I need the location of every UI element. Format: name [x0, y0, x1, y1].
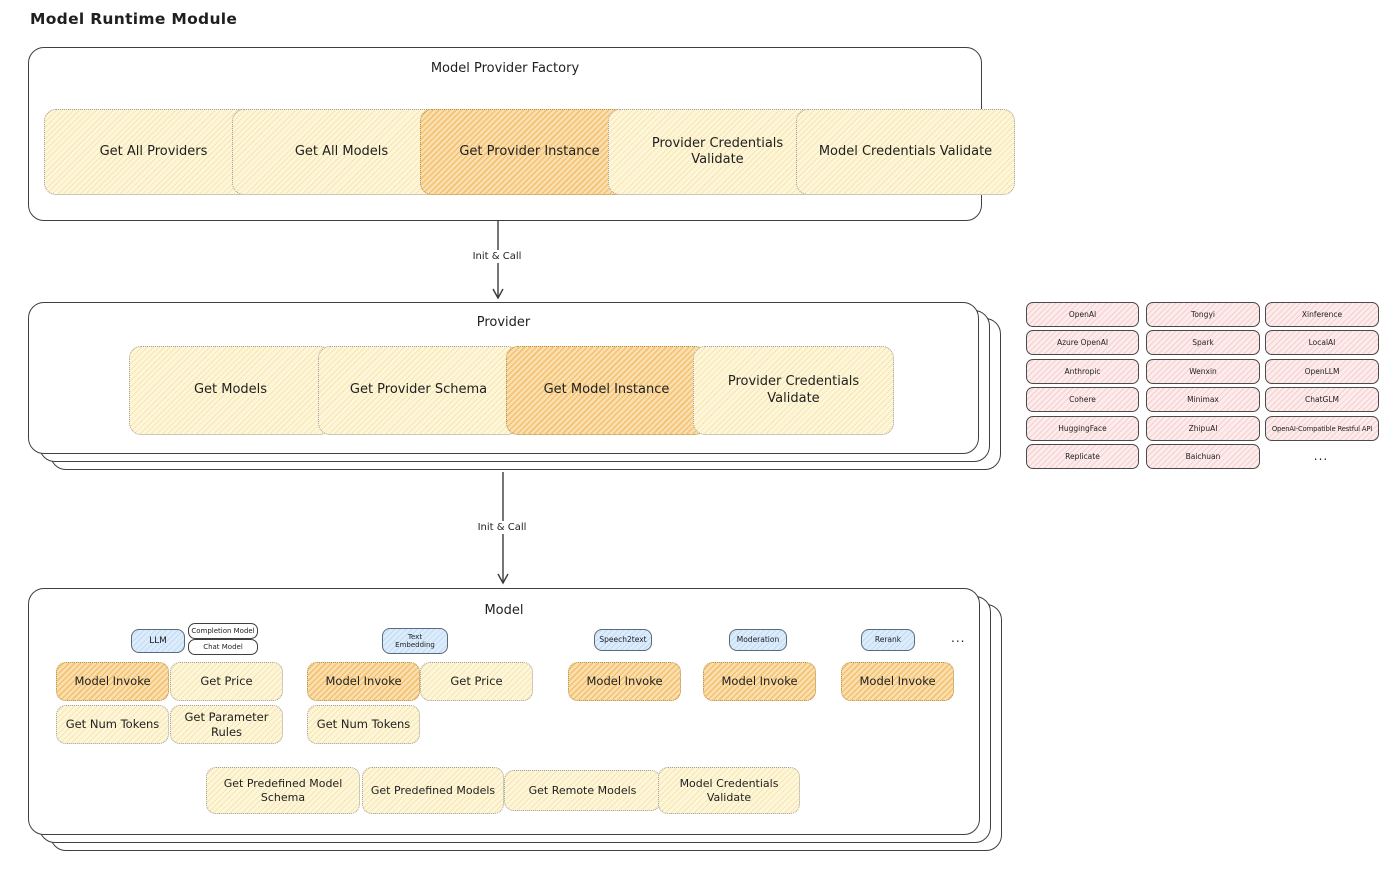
provider-chip-baichuan: Baichuan	[1146, 444, 1260, 469]
provider-chip-huggingface: HuggingFace	[1026, 416, 1139, 441]
factory-button-get-all-providers: Get All Providers	[44, 109, 263, 195]
arrow-label-init-call-1: Init & Call	[467, 250, 527, 263]
provider-chip-xinference: Xinference	[1265, 302, 1379, 327]
model-type-subtag-chat-model: Chat Model	[188, 639, 258, 655]
diagram-title: Model Runtime Module	[30, 10, 238, 28]
model-type-tag-rerank: Rerank	[861, 629, 915, 651]
provider-button-get-models: Get Models	[129, 346, 332, 435]
provider-chip-openllm: OpenLLM	[1265, 359, 1379, 384]
model-panel-title: Model	[484, 603, 524, 618]
provider-chip-wenxin: Wenxin	[1146, 359, 1260, 384]
provider-chip-chatglm: ChatGLM	[1265, 387, 1379, 412]
provider-chip-minimax: Minimax	[1146, 387, 1260, 412]
llm-model-invoke-button: Model Invoke	[56, 662, 169, 701]
factory-button-provider-credentials-validate: Provider Credentials Validate	[608, 109, 827, 195]
provider-chip-localai: LocalAI	[1265, 330, 1379, 355]
arrow-label-init-call-2: Init & Call	[472, 521, 532, 534]
llm-get-parameter-rules-button: Get Parameter Rules	[170, 705, 283, 744]
text-embedding-get-num-tokens-button: Get Num Tokens	[307, 705, 420, 744]
model-type-tag-llm: LLM	[131, 629, 185, 653]
provider-chip-replicate: Replicate	[1026, 444, 1139, 469]
provider-chip-azure-openai: Azure OpenAI	[1026, 330, 1139, 355]
model-type-tag-speech2text: Speech2text	[594, 629, 652, 651]
provider-button-get-model-instance: Get Model Instance	[506, 346, 707, 435]
providers-more-ellipsis: ...	[1313, 448, 1329, 463]
factory-button-model-credentials-validate: Model Credentials Validate	[796, 109, 1015, 195]
provider-chip-spark: Spark	[1146, 330, 1260, 355]
model-get-predefined-models-button: Get Predefined Models	[362, 767, 504, 814]
provider-panel: Provider Get Models Get Provider Schema …	[28, 302, 979, 454]
moderation-model-invoke-button: Model Invoke	[703, 662, 816, 701]
provider-chip-tongyi: Tongyi	[1146, 302, 1260, 327]
factory-panel-title: Model Provider Factory	[430, 61, 580, 76]
llm-get-num-tokens-button: Get Num Tokens	[56, 705, 169, 744]
provider-chip-cohere: Cohere	[1026, 387, 1139, 412]
provider-button-get-provider-schema: Get Provider Schema	[318, 346, 519, 435]
llm-get-price-button: Get Price	[170, 662, 283, 701]
model-get-remote-models-button: Get Remote Models	[504, 770, 661, 811]
text-embedding-get-price-button: Get Price	[420, 662, 533, 701]
factory-button-get-provider-instance: Get Provider Instance	[420, 109, 639, 195]
text-embedding-model-invoke-button: Model Invoke	[307, 662, 420, 701]
model-type-subtag-completion-model: Completion Model	[188, 623, 258, 639]
model-type-tag-text-embedding: Text Embedding	[382, 628, 448, 654]
provider-chip-anthropic: Anthropic	[1026, 359, 1139, 384]
provider-chip-zhipuai: ZhipuAI	[1146, 416, 1260, 441]
provider-panel-title: Provider	[476, 315, 531, 330]
model-types-more-ellipsis: ...	[951, 631, 966, 645]
model-get-predefined-model-schema-button: Get Predefined Model Schema	[206, 767, 360, 814]
model-type-tag-moderation: Moderation	[729, 629, 787, 651]
provider-chip-openai: OpenAI	[1026, 302, 1139, 327]
provider-button-provider-credentials-validate: Provider Credentials Validate	[693, 346, 894, 435]
rerank-model-invoke-button: Model Invoke	[841, 662, 954, 701]
factory-panel: Model Provider Factory Get All Providers…	[28, 47, 1015, 221]
speech2text-model-invoke-button: Model Invoke	[568, 662, 681, 701]
model-credentials-validate-button: Model Credentials Validate	[658, 767, 800, 814]
provider-chip-openai-compatible: OpenAI-Compatible Restful API	[1265, 416, 1379, 441]
factory-button-get-all-models: Get All Models	[232, 109, 451, 195]
model-panel: Model LLM Completion Model Chat Model Mo…	[28, 588, 980, 835]
